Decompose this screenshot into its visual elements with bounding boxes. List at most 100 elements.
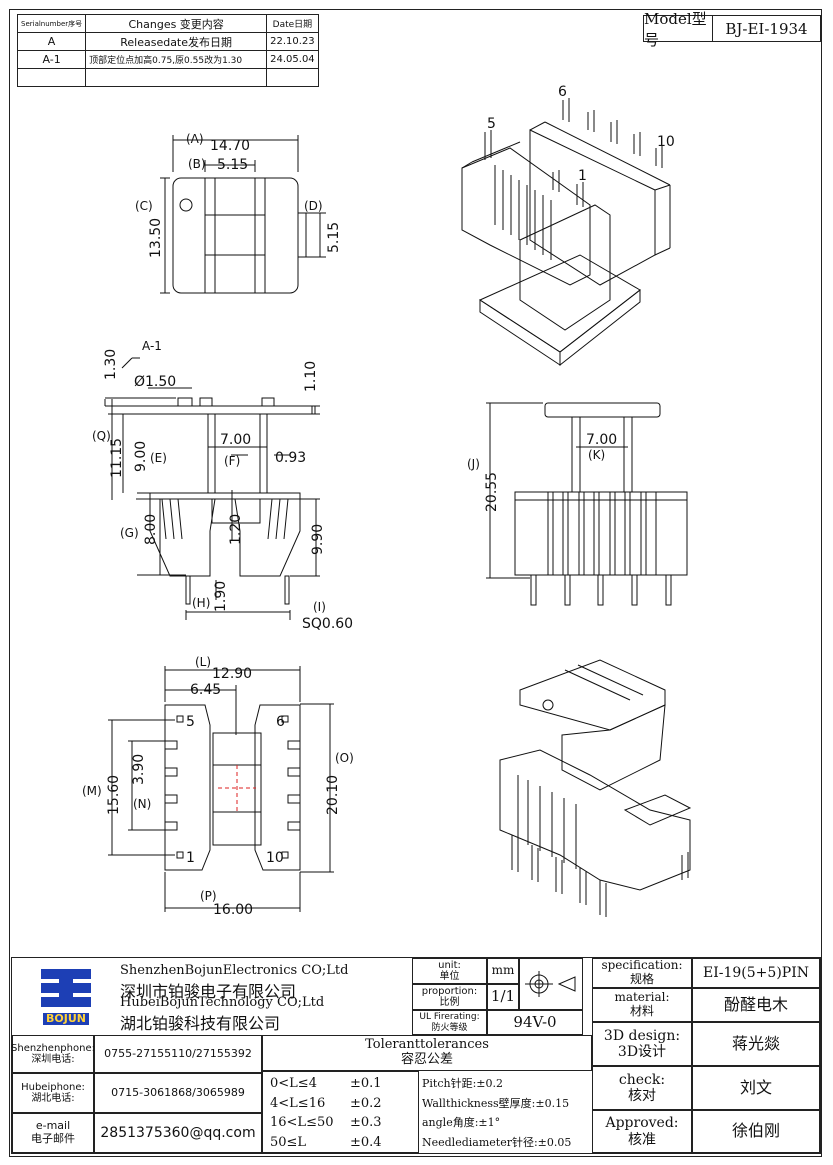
revision-change: Releasedate发布日期 [85, 32, 268, 51]
dim-H-label: (H) [192, 596, 210, 610]
dim-D-value: 5.15 [326, 222, 342, 253]
revision-row-empty [16, 68, 319, 87]
company2-en: HubeiBojunTechnology CO;Ltd [120, 995, 325, 1010]
tolerance-range: 16<L≤50 [270, 1115, 334, 1130]
dim-I-value: SQ0.60 [302, 616, 353, 632]
spec-value: EI-19(5+5)PIN [692, 958, 820, 988]
dim-rev-marker: A-1 [142, 339, 162, 353]
approved-value: 徐伯刚 [692, 1110, 820, 1153]
tolerance-note: angle角度:±1° [422, 1116, 501, 1129]
company1-en: ShenzhenBojunElectronics CO;Ltd [120, 963, 349, 978]
dim-D-label: (D) [304, 199, 323, 213]
company-logo: BOJUN [18, 963, 114, 1029]
dim-J-value: 20.55 [484, 472, 500, 512]
title-block: BOJUN ShenzhenBojunElectronics CO;Ltd 深圳… [11, 957, 821, 1154]
tolerance-range: 4<L≤16 [270, 1095, 326, 1111]
drawing-frame [9, 9, 822, 1157]
tolerance-values: ±0.1 ±0.2 ±0.3 ±0.4 [350, 1074, 382, 1152]
check-value: 刘文 [692, 1066, 820, 1110]
iso-pin-5: 5 [487, 116, 496, 132]
tolerance-table [262, 1071, 419, 1153]
projection-icon [525, 971, 576, 997]
logo-wordmark: BOJUN [43, 1012, 89, 1026]
revision-table: Serialnumber序号 Changes 变更内容 Date日期 A Rel… [16, 14, 319, 87]
dim-side-120: 1.20 [228, 514, 244, 545]
dim-side-093: 0.93 [275, 450, 306, 466]
bottom-pin-6: 6 [276, 714, 285, 730]
dim-side-130: 1.30 [103, 349, 119, 380]
hb-phone: 0715-3061868/3065989 [94, 1073, 262, 1113]
hb-phone-label: Hubeiphone: 湖北电话: [12, 1073, 94, 1113]
approved-label: Approved: 核准 [592, 1110, 692, 1153]
dim-M-value: 15.60 [106, 775, 122, 815]
dim-K-value: 7.00 [586, 432, 617, 448]
dim-side-dia: Ø1.50 [134, 374, 176, 390]
bojun-logo-icon [41, 968, 91, 1007]
dim-P-value: 16.00 [213, 902, 253, 918]
dim-H-value: 1.90 [213, 581, 229, 612]
top-view [160, 135, 326, 294]
technical-drawing: (A) 14.70 (B) 5.15 (C) 13.50 (D) 5.15 5 … [82, 84, 692, 918]
ul-value: 94V-0 [487, 1010, 583, 1035]
bottom-view [108, 666, 334, 912]
dim-C-value: 13.50 [148, 218, 164, 258]
tolerance-value: ±0.2 [350, 1095, 382, 1111]
dim-B-value: 5.15 [217, 157, 248, 173]
proportion-value: 1/1 [487, 984, 519, 1010]
dim-N-value: 3.90 [131, 754, 147, 785]
tolerance-value: ±0.3 [350, 1115, 382, 1130]
dim-G-value: 8.00 [143, 514, 159, 545]
sz-phone: 0755-27155110/27155392 [94, 1035, 262, 1073]
dim-A-label: (A) [186, 132, 204, 146]
dim-O-value: 20.10 [325, 775, 341, 815]
tolerance-note: Wallthickness壁厚度:±0.15 [422, 1096, 570, 1110]
tolerance-note: Pitch针距:±0.2 [422, 1077, 504, 1090]
tolerance-range: 50≤L [270, 1134, 307, 1150]
bottom-pin-1: 1 [186, 850, 195, 866]
dim-B-label: (B) [188, 157, 206, 171]
tolerance-value: ±0.1 [350, 1076, 382, 1091]
dim-L-label: (L) [195, 655, 211, 669]
iso-view-bottom [499, 659, 692, 917]
bottom-pin-10: 10 [266, 850, 284, 866]
dim-I-label: (I) [313, 600, 326, 614]
iso-pin-1: 1 [578, 168, 587, 184]
tolerance-note: Needlediameter针径:±0.05 [422, 1135, 572, 1149]
ul-label: UL Firerating: 防火等级 [412, 1010, 487, 1035]
tolerance-title: Toleranttolerances 容忍公差 [262, 1035, 592, 1071]
dim-M-label: (M) [82, 784, 102, 798]
dim-G-label: (G) [120, 526, 139, 540]
proportion-label: proportion: 比例 [412, 984, 487, 1010]
dim-bottom-645: 6.45 [190, 682, 221, 698]
material-label: material: 材料 [592, 988, 692, 1022]
front-view [486, 402, 688, 606]
company2-cn: 湖北铂骏科技有限公司 [120, 1014, 281, 1033]
tolerance-notes: Pitch针距:±0.2 Wallthickness壁厚度:±0.15 angl… [422, 1074, 571, 1152]
dim-F-label: (F) [224, 454, 240, 468]
dim-A-value: 14.70 [210, 138, 250, 154]
dim-E-value: 9.00 [133, 441, 149, 472]
dim-J-label: (J) [467, 457, 480, 471]
iso-view-top [461, 98, 671, 367]
spec-label: specification: 规格 [592, 958, 692, 988]
dim-E-label: (E) [150, 451, 167, 465]
tolerance-range: 0<L≤4 [270, 1076, 317, 1091]
dim-Q-label: (Q) [92, 429, 111, 443]
sz-phone-label: Shenzhenphone: 深圳电话: [11, 1035, 95, 1073]
bottom-pin-5: 5 [186, 714, 195, 730]
model-number: BJ-EI-1934 [725, 19, 808, 38]
iso-pin-6: 6 [558, 84, 567, 100]
design-value: 蒋光燚 [692, 1022, 820, 1066]
dim-Q-value: 11.15 [109, 438, 125, 478]
unit-value: mm [487, 958, 519, 984]
dim-side-110: 1.10 [303, 361, 319, 392]
email: 2851375360@qq.com [94, 1113, 262, 1153]
iso-pin-10: 10 [657, 134, 675, 150]
projection-symbol [519, 958, 583, 1010]
dim-side-700: 7.00 [220, 432, 251, 448]
dim-P-label: (P) [200, 889, 217, 903]
tolerance-value: ±0.4 [350, 1134, 382, 1150]
unit-label: unit: 单位 [412, 958, 487, 984]
side-view [104, 357, 320, 620]
design-label: 3D design: 3D设计 [592, 1022, 692, 1066]
